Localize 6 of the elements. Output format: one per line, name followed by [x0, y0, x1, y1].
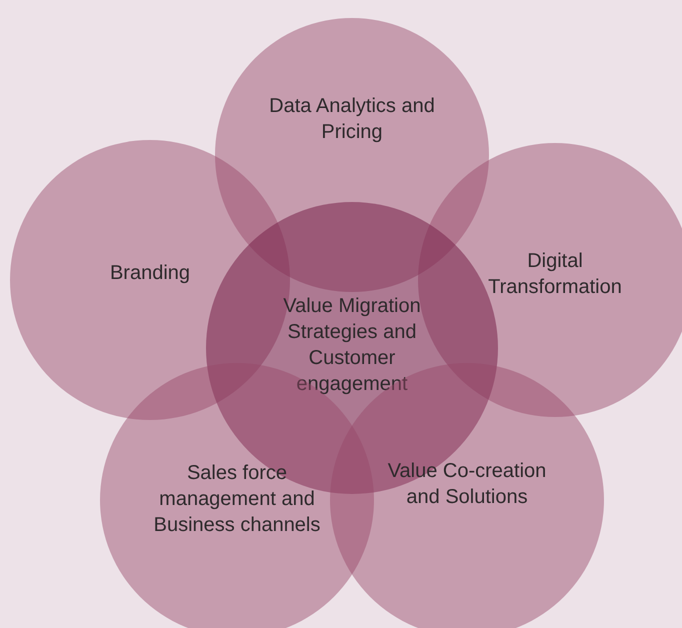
circle-label: Branding — [108, 261, 192, 286]
circle-label: Digital Transformation — [487, 249, 623, 300]
circle-label: Data Analytics and Pricing — [268, 94, 436, 145]
circle-label: Sales force management and Business channels — [152, 461, 322, 538]
circle-label: Value Co-creation and Solutions — [386, 459, 548, 510]
circle-label: Value Migration Strategies and Customer engagement — [282, 294, 422, 397]
